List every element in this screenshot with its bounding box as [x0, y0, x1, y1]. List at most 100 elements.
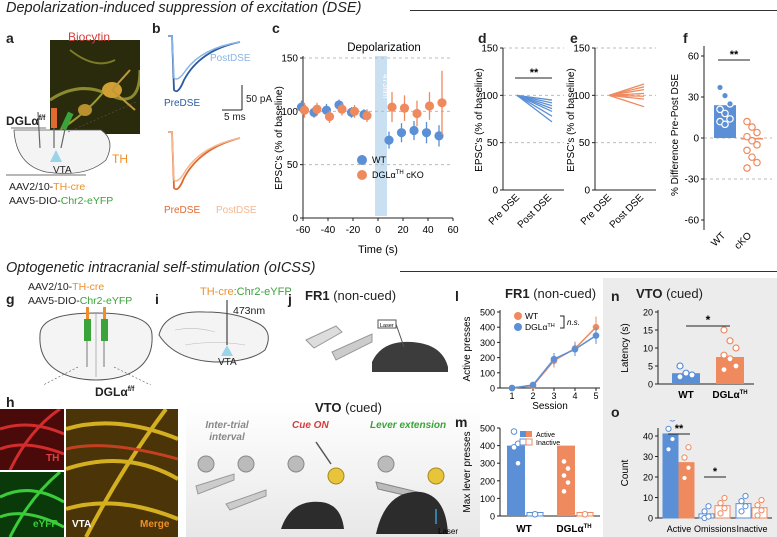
f-ytick-4: 60: [688, 52, 700, 63]
m-point-1-1: [564, 465, 572, 472]
o-ytick-0: 0: [648, 514, 653, 524]
f-ylabel: % Difference Pre-Post DSE: [670, 74, 681, 196]
e-ytick-2: 100: [573, 91, 590, 102]
f-point-1-5: [753, 141, 761, 149]
f-point-0-4: [721, 109, 729, 118]
n-point-1-3: [720, 351, 728, 359]
l-ytick-3: 300: [480, 338, 495, 348]
th-micrograph: [0, 409, 64, 470]
n-point-0-2: [688, 371, 696, 379]
o-point-2-0-0: [738, 508, 745, 515]
o-point-2-0-3: [742, 492, 749, 500]
n-ytick-1: 5: [648, 362, 653, 372]
epsc-traces: [168, 35, 243, 191]
o-point-1-1-1: [721, 505, 728, 512]
o-point-0-1-2: [681, 454, 688, 461]
m-point-1-2: [560, 472, 568, 479]
f-xtick-wt: WT: [709, 230, 728, 249]
panel-a-genotype: DGLαf/f: [6, 114, 46, 128]
c-point-cko-8: [412, 108, 422, 119]
f-sig: **: [730, 49, 739, 61]
o-point-0-0-3: [669, 420, 676, 422]
l-xlabel: Session: [532, 401, 568, 410]
b-wt-prelabel: PreDSE: [164, 98, 201, 109]
m-ylabel: Max lever presses: [462, 431, 473, 512]
eyfp-micrograph: [0, 472, 64, 537]
n-ytick-2: 10: [643, 344, 653, 354]
c-ytick-2: 100: [281, 107, 298, 118]
o-bar-0-1: [678, 462, 695, 519]
o-ylabel: Count: [620, 459, 631, 486]
panel-e-letter: e: [570, 30, 578, 46]
m-inactive-point-1: [581, 510, 589, 518]
f-point-1-1: [748, 123, 756, 131]
m-point-0-2: [510, 444, 518, 451]
slice-diagram: [6, 101, 137, 176]
c-ytick-1: 50: [287, 160, 299, 171]
panel-a-vta-label: VTA: [53, 165, 72, 176]
h-merge-label: Merge: [140, 519, 170, 530]
panel-n-title: VTO (cued): [636, 286, 703, 301]
k-laser-label: Laser: [438, 527, 458, 536]
c-point-wt-6: [384, 135, 394, 145]
c-title: Depolarization: [347, 42, 421, 54]
panel-g-genotype: DGLαf/f: [95, 385, 135, 399]
o-point-2-1-2: [754, 502, 761, 509]
panel-c-letter: c: [272, 20, 280, 36]
o-ytick-1: 10: [643, 493, 653, 503]
l-ytick-1: 100: [480, 368, 495, 378]
n-point-0-1: [682, 369, 690, 377]
n-xtick-wt: WT: [678, 390, 694, 401]
panel-g-virus2: AAV5-DIO-Chr2-eYFP: [28, 295, 133, 307]
c-laser-label: 473nm: [381, 74, 390, 99]
c-xtick-6: 60: [447, 225, 459, 236]
m-legend-active: Active: [536, 432, 555, 439]
n-point-1-0: [720, 326, 728, 334]
l-xtick-1: 2: [530, 391, 535, 401]
e-ytick-0: 0: [584, 186, 590, 197]
l-xtick-4: 5: [593, 391, 598, 401]
l-xtick-3: 4: [572, 391, 577, 401]
l-point-1-3: [571, 345, 579, 353]
panel-g-virus1: AAV2/10-TH-cre: [28, 281, 105, 293]
o-ytick-3: 30: [643, 452, 653, 462]
o-ytick-4: 40: [643, 432, 653, 442]
c-ylabel: EPSC's (% of baseline): [274, 86, 285, 190]
f-point-1-7: [748, 153, 756, 161]
o-point-0-0-1: [669, 435, 676, 443]
panel-d-letter: d: [478, 30, 487, 46]
n-ylabel: Latency (s): [620, 323, 631, 372]
n-point-1-1: [726, 337, 734, 345]
o-sig2: *: [713, 466, 718, 478]
h-eyfp-label: eYFP: [33, 519, 59, 530]
c-xtick-4: 20: [397, 225, 409, 236]
l-point-1-0: [508, 384, 516, 392]
c-point-wt-8: [409, 125, 419, 136]
o-point-1-1-2: [717, 500, 724, 507]
o-point-1-0-3: [705, 503, 712, 510]
m-bar-active-0: [507, 445, 525, 516]
bottom-section-title: Optogenetic intracranial self-stimulatio…: [6, 260, 316, 276]
c-xlabel: Time (s): [358, 244, 398, 256]
l-point-1-1: [529, 381, 537, 389]
f-point-1-2: [753, 128, 761, 137]
panel-l-title: FR1 (non-cued): [505, 286, 597, 301]
e-pair-line-0: [608, 94, 645, 108]
f-point-1-3: [743, 132, 751, 141]
d-ytick-2: 100: [481, 91, 498, 102]
l-ytick-2: 200: [480, 353, 495, 363]
o-point-1-1-3: [721, 494, 728, 502]
biocytin-label: Biocytin: [68, 30, 111, 44]
e-ytick-3: 150: [573, 44, 590, 55]
h-vta-label: VTA: [72, 519, 92, 530]
o-point-0-1-1: [685, 464, 692, 471]
panel-j-title: FR1 (non-cued): [305, 288, 397, 303]
m-legend-active-swatch: [520, 431, 526, 437]
d-ytick-0: 0: [492, 186, 498, 197]
c-point-cko-0: [299, 105, 310, 115]
